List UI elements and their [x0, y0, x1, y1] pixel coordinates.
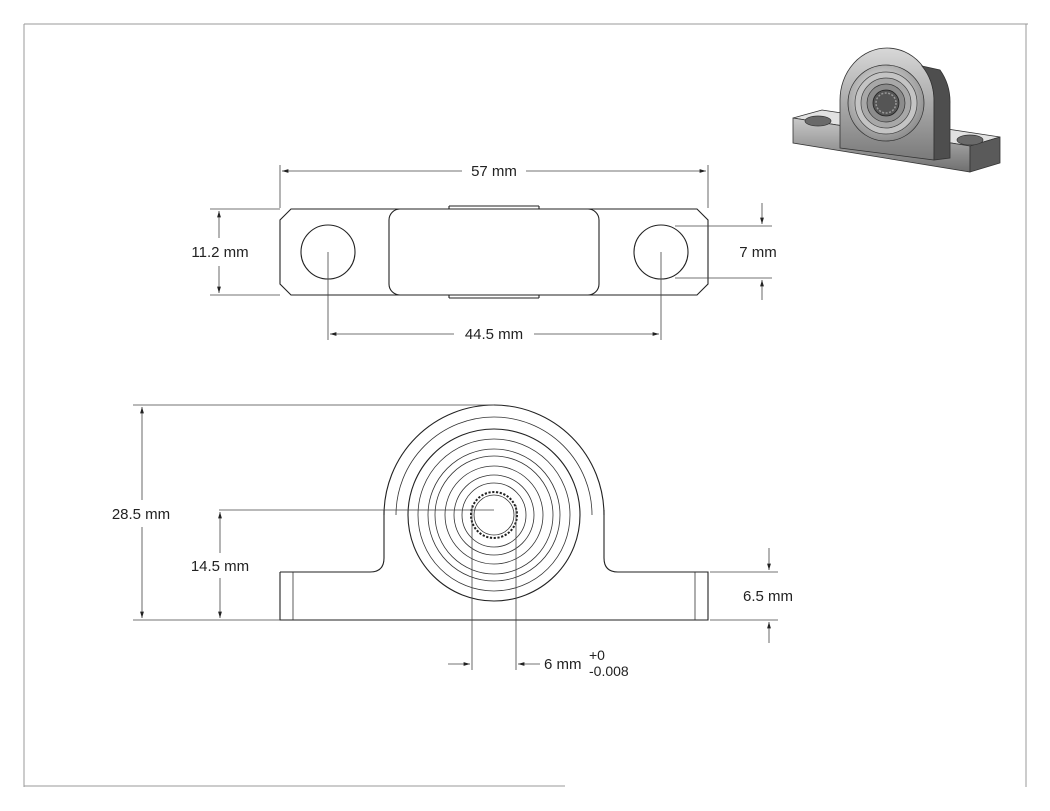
drawing-frame: [23, 23, 1028, 787]
top-view: [279, 205, 709, 299]
bore-knurl: [470, 491, 518, 539]
dim-bore: 6 mm +0 -0.008: [448, 505, 629, 679]
dim-overall-height: 28.5 mm: [112, 404, 494, 621]
dim-hole-spacing: 44.5 mm: [327, 252, 662, 343]
front-view: [219, 404, 709, 621]
svg-text:28.5 mm: 28.5 mm: [112, 506, 170, 523]
dim-base-thickness: 6.5 mm: [710, 548, 793, 643]
dim-base-width: 11.2 mm: [191, 208, 280, 296]
svg-text:7 mm: 7 mm: [739, 244, 777, 261]
bearing-outer-ring: [407, 428, 581, 602]
svg-text:-0.008: -0.008: [589, 663, 629, 679]
dim-center-height: 14.5 mm: [191, 512, 249, 618]
svg-text:6 mm: 6 mm: [544, 656, 582, 673]
svg-text:+0: +0: [589, 647, 605, 663]
svg-text:11.2 mm: 11.2 mm: [191, 244, 248, 261]
isometric-view: [792, 47, 1001, 173]
svg-text:14.5 mm: 14.5 mm: [191, 558, 249, 575]
dim-overall-length: 57 mm: [279, 163, 709, 208]
svg-text:57 mm: 57 mm: [471, 163, 517, 180]
dim-hole-diameter: 7 mm: [675, 203, 777, 300]
svg-text:44.5 mm: 44.5 mm: [465, 326, 523, 343]
svg-text:6.5 mm: 6.5 mm: [743, 588, 793, 605]
